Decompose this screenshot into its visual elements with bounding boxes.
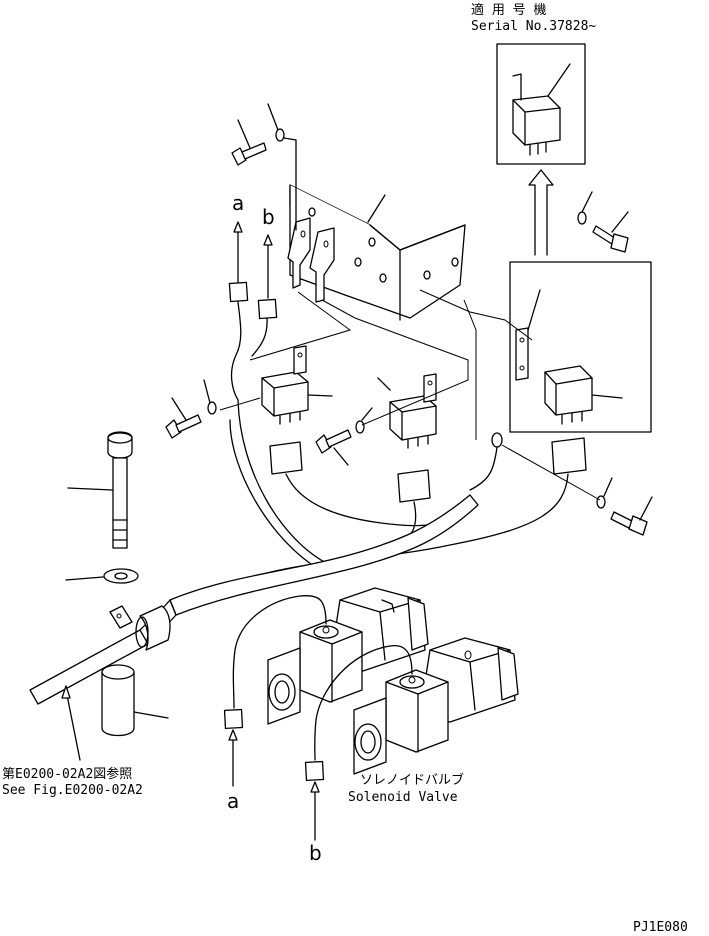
connectors-middle	[269, 437, 587, 503]
connector-b-label-top: b	[262, 205, 275, 229]
alt-relay-box	[509, 261, 652, 433]
bolt-washer-right-upper	[577, 191, 629, 253]
drawing-code: PJ1E080	[633, 920, 688, 935]
connector-a-label-bottom: a	[227, 789, 239, 813]
reference-label-jp: 第E0200-02A2図参照	[2, 766, 132, 782]
upgrade-arrow	[528, 169, 554, 256]
connector-b-bottom: b	[304, 644, 413, 865]
bolt-washer-middle	[315, 407, 373, 466]
bolt-washer-right-lower	[469, 432, 653, 536]
harness-lines	[219, 289, 533, 440]
relay-bracket	[287, 184, 466, 321]
reference-label-en: See Fig.E0200-02A2	[2, 783, 143, 798]
connector-b-label-bottom: b	[309, 841, 322, 865]
solenoid-valve-rear	[267, 587, 429, 725]
connector-a-bottom: a	[223, 594, 327, 813]
connector-a-label-top: a	[232, 191, 244, 215]
relay-left	[261, 345, 333, 425]
washer-left	[65, 568, 139, 584]
serial-relay-box	[496, 43, 586, 165]
bolt-washer-left	[165, 379, 217, 439]
wiring-harness	[29, 399, 569, 705]
solenoid-label-jp: ソレノイドバルブ	[360, 772, 464, 788]
harness-reference-leader	[61, 685, 81, 761]
connector-b-top: b	[251, 205, 278, 357]
connector-a-top: a	[228, 191, 249, 401]
solenoid-label-en: Solenoid Valve	[348, 790, 458, 805]
bolt-washer-top	[231, 103, 297, 231]
long-bolt	[67, 431, 133, 549]
serial-number-label: Serial No.37828~	[471, 19, 596, 34]
solenoid-valve-front	[353, 637, 519, 775]
applicable-serial-label: 適 用 号 機	[471, 2, 546, 18]
relay-middle	[377, 373, 437, 449]
spacer-collar	[101, 664, 169, 737]
